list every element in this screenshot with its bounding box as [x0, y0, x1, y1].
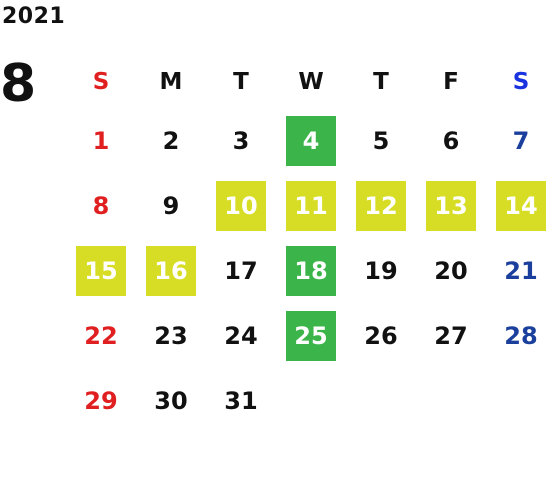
day-cell: 15: [66, 245, 136, 296]
week-row: 15 16 17 18 19 20 21: [66, 238, 548, 303]
day-21[interactable]: 21: [504, 256, 538, 285]
day-cell: 18: [276, 245, 346, 296]
day-cell: 21: [486, 246, 548, 296]
day-cell: 17: [206, 246, 276, 296]
day-cell: 16: [136, 245, 206, 296]
day-cell: 11: [276, 180, 346, 231]
day-26[interactable]: 26: [364, 321, 398, 350]
day-20[interactable]: 20: [434, 256, 468, 285]
day-13[interactable]: 13: [426, 180, 476, 231]
weekday-tuesday: T: [233, 69, 249, 95]
day-15[interactable]: 15: [76, 245, 126, 296]
week-row: 29 30 31: [66, 368, 548, 433]
day-22[interactable]: 22: [84, 321, 118, 350]
calendar-year: 2021: [2, 4, 66, 29]
day-4[interactable]: 4: [286, 115, 336, 166]
day-cell: 31: [206, 376, 276, 426]
day-2[interactable]: 2: [162, 126, 180, 155]
day-cell: 13: [416, 180, 486, 231]
day-cell: 8: [66, 181, 136, 231]
day-5[interactable]: 5: [372, 126, 390, 155]
day-29[interactable]: 29: [84, 386, 118, 415]
day-cell: 26: [346, 311, 416, 361]
day-30[interactable]: 30: [154, 386, 188, 415]
day-8[interactable]: 8: [92, 191, 110, 220]
day-25[interactable]: 25: [286, 310, 336, 361]
weekday-sunday: S: [92, 69, 110, 95]
day-cell: 5: [346, 116, 416, 166]
day-cell: 20: [416, 246, 486, 296]
calendar-month: 8: [0, 54, 37, 114]
day-23[interactable]: 23: [154, 321, 188, 350]
day-9[interactable]: 9: [162, 191, 180, 220]
week-row: 8 9 10 11 12 13 14: [66, 173, 548, 238]
weekday-thursday: T: [373, 69, 389, 95]
day-cell: 22: [66, 311, 136, 361]
day-cell: 4: [276, 115, 346, 166]
day-24[interactable]: 24: [224, 321, 258, 350]
day-19[interactable]: 19: [364, 256, 398, 285]
day-cell: 28: [486, 311, 548, 361]
day-1[interactable]: 1: [92, 126, 110, 155]
day-3[interactable]: 3: [232, 126, 250, 155]
day-cell: 24: [206, 311, 276, 361]
day-cell: 27: [416, 311, 486, 361]
day-31[interactable]: 31: [224, 386, 258, 415]
day-27[interactable]: 27: [434, 321, 468, 350]
weekday-saturday: S: [512, 69, 530, 95]
day-cell: 1: [66, 116, 136, 166]
day-cell: 30: [136, 376, 206, 426]
day-12[interactable]: 12: [356, 180, 406, 231]
day-cell: 29: [66, 376, 136, 426]
day-cell: 9: [136, 181, 206, 231]
day-cell: 6: [416, 116, 486, 166]
weekday-header-row: S M T W T F S: [66, 56, 548, 108]
day-16[interactable]: 16: [146, 245, 196, 296]
weekday-wednesday: W: [298, 69, 324, 95]
day-cell: 7: [486, 116, 548, 166]
day-7[interactable]: 7: [512, 126, 530, 155]
day-cell: 25: [276, 310, 346, 361]
day-10[interactable]: 10: [216, 180, 266, 231]
weekday-monday: M: [159, 69, 183, 95]
week-row: 22 23 24 25 26 27 28: [66, 303, 548, 368]
day-6[interactable]: 6: [442, 126, 460, 155]
day-14[interactable]: 14: [496, 180, 546, 231]
day-11[interactable]: 11: [286, 180, 336, 231]
day-cell: 12: [346, 180, 416, 231]
day-17[interactable]: 17: [224, 256, 258, 285]
weekday-friday: F: [443, 69, 459, 95]
day-cell: 23: [136, 311, 206, 361]
day-28[interactable]: 28: [504, 321, 538, 350]
day-cell: 2: [136, 116, 206, 166]
day-cell: 14: [486, 180, 548, 231]
day-cell: 3: [206, 116, 276, 166]
day-cell: 10: [206, 180, 276, 231]
day-cell: 19: [346, 246, 416, 296]
day-18[interactable]: 18: [286, 245, 336, 296]
week-row: 1 2 3 4 5 6 7: [66, 108, 548, 173]
